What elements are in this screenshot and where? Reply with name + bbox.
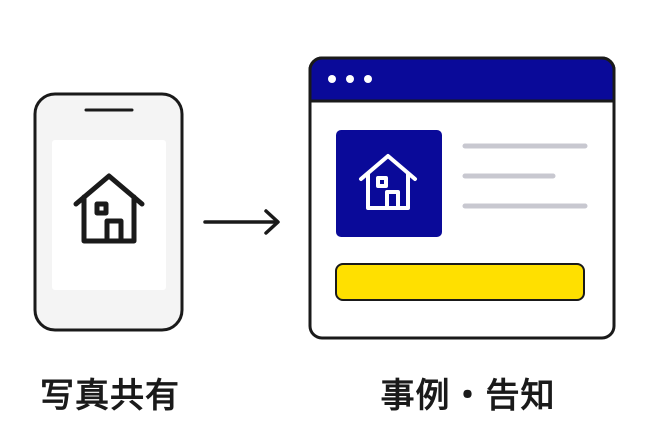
window-dot-icon [364,75,372,83]
window-dot-icon [346,75,354,83]
house-icon [73,173,145,244]
browser-title-bar [308,56,616,103]
house-tile [336,130,442,237]
arrow-right-icon [203,209,280,235]
house-icon [359,154,417,210]
cta-bar [335,263,585,301]
phone-screen [52,140,166,290]
window-dot-icon [328,75,336,83]
smartphone-icon [33,92,184,332]
caption-cases-announcements: 事例・告知 [380,376,556,416]
browser-window-icon [308,56,616,340]
caption-photo-sharing: 写真共有 [40,376,180,416]
